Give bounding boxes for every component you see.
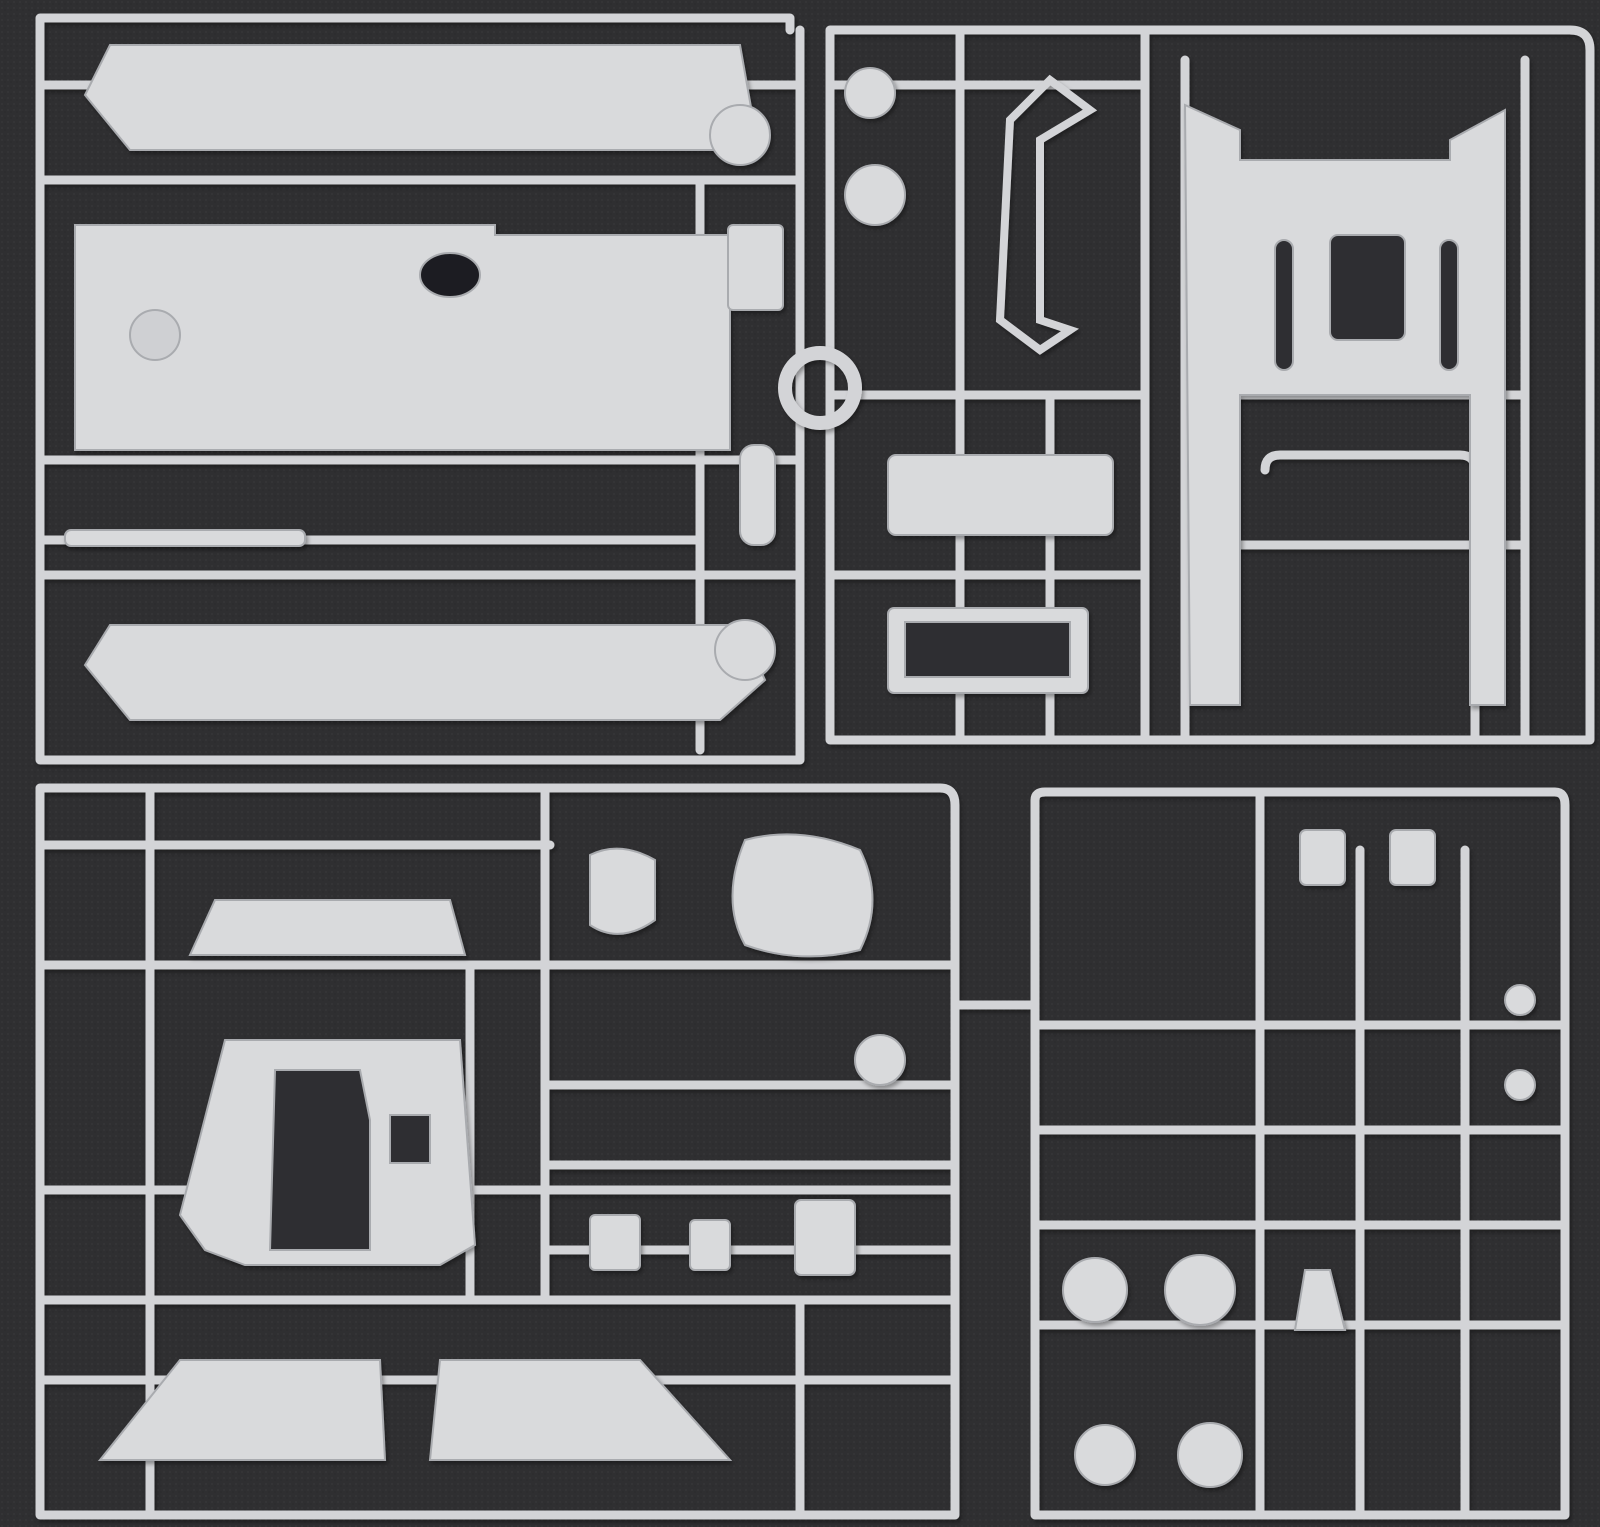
superstructure-frame xyxy=(1183,103,1506,706)
idler-wheel-2 xyxy=(1177,1422,1243,1488)
box-small-3 xyxy=(794,1199,856,1276)
round-hatch-2 xyxy=(844,164,906,226)
hull-side-upper xyxy=(83,44,757,151)
road-wheel-1 xyxy=(1062,1257,1128,1323)
idler-wheel-1 xyxy=(1074,1424,1136,1486)
roller-part xyxy=(739,444,776,546)
small-drum-1 xyxy=(1504,984,1536,1016)
round-cap xyxy=(854,1034,906,1086)
muffler-1 xyxy=(1299,829,1346,886)
box-small-2 xyxy=(689,1219,731,1271)
road-wheel-2 xyxy=(1164,1254,1236,1326)
round-hatch-1 xyxy=(844,67,896,119)
side-skirt-left xyxy=(97,1359,387,1461)
bracket-part xyxy=(1293,1269,1347,1331)
ring-part xyxy=(778,346,862,430)
slot-left xyxy=(1274,239,1294,371)
superstructure-hatch xyxy=(1329,234,1406,341)
rod-part xyxy=(64,529,306,547)
box-part xyxy=(727,224,784,311)
rear-plate-opening xyxy=(268,1069,371,1251)
hatch-opening xyxy=(419,252,481,298)
drive-sprocket-upper xyxy=(709,104,771,166)
hull-side-lower xyxy=(83,624,767,721)
zigzag-rail xyxy=(995,74,1098,355)
side-skirt-right xyxy=(428,1359,733,1461)
sprue-frame-bottom-right xyxy=(950,787,1570,1520)
mantlet-part-1 xyxy=(589,847,656,935)
muffler-2 xyxy=(1389,829,1436,886)
drive-sprocket-lower xyxy=(714,619,776,681)
mantlet-part-2 xyxy=(731,833,874,958)
engine-deck-opening xyxy=(904,621,1071,678)
slot-right xyxy=(1439,239,1459,371)
box-small-1 xyxy=(589,1214,641,1271)
engine-deck-grille xyxy=(887,454,1114,536)
small-drum-2 xyxy=(1504,1069,1536,1101)
rear-plate-hatch xyxy=(389,1114,431,1164)
round-plate-detail xyxy=(129,309,181,361)
glacis-plate xyxy=(188,899,467,956)
